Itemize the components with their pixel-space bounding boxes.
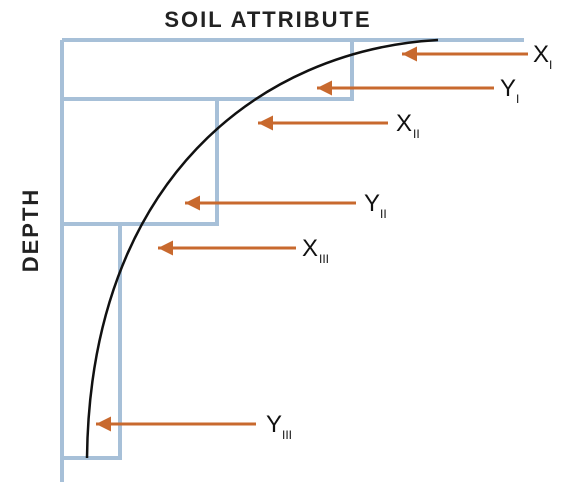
label-y3-sub: III — [282, 428, 292, 442]
horizon-box-3 — [62, 224, 122, 460]
label-y2: Y II — [364, 190, 387, 221]
label-x1-main: X — [533, 41, 549, 68]
label-x2-sub: II — [413, 127, 420, 141]
label-y1: Y I — [500, 75, 519, 106]
label-x1-sub: I — [549, 58, 552, 72]
label-y3-main: Y — [266, 411, 282, 438]
label-y1-sub: I — [516, 92, 519, 106]
label-x2-main: X — [396, 110, 412, 137]
x-axis-title: SOIL ATTRIBUTE — [164, 7, 371, 32]
y-axis-title: DEPTH — [18, 188, 43, 273]
label-y2-main: Y — [364, 190, 380, 217]
label-x3-main: X — [302, 235, 318, 262]
horizon-box-2 — [62, 99, 219, 226]
label-y3: Y III — [266, 411, 292, 442]
label-x2: X II — [396, 110, 420, 141]
label-x1: X I — [533, 41, 552, 72]
label-x3-sub: III — [319, 252, 329, 266]
label-y2-sub: II — [380, 207, 387, 221]
horizon-box-1 — [62, 40, 354, 101]
horizon-boxes — [60, 38, 524, 482]
label-y1-main: Y — [500, 75, 516, 102]
attribute-curve — [85, 38, 439, 459]
arrows — [96, 46, 528, 432]
label-x3: X III — [302, 235, 329, 266]
